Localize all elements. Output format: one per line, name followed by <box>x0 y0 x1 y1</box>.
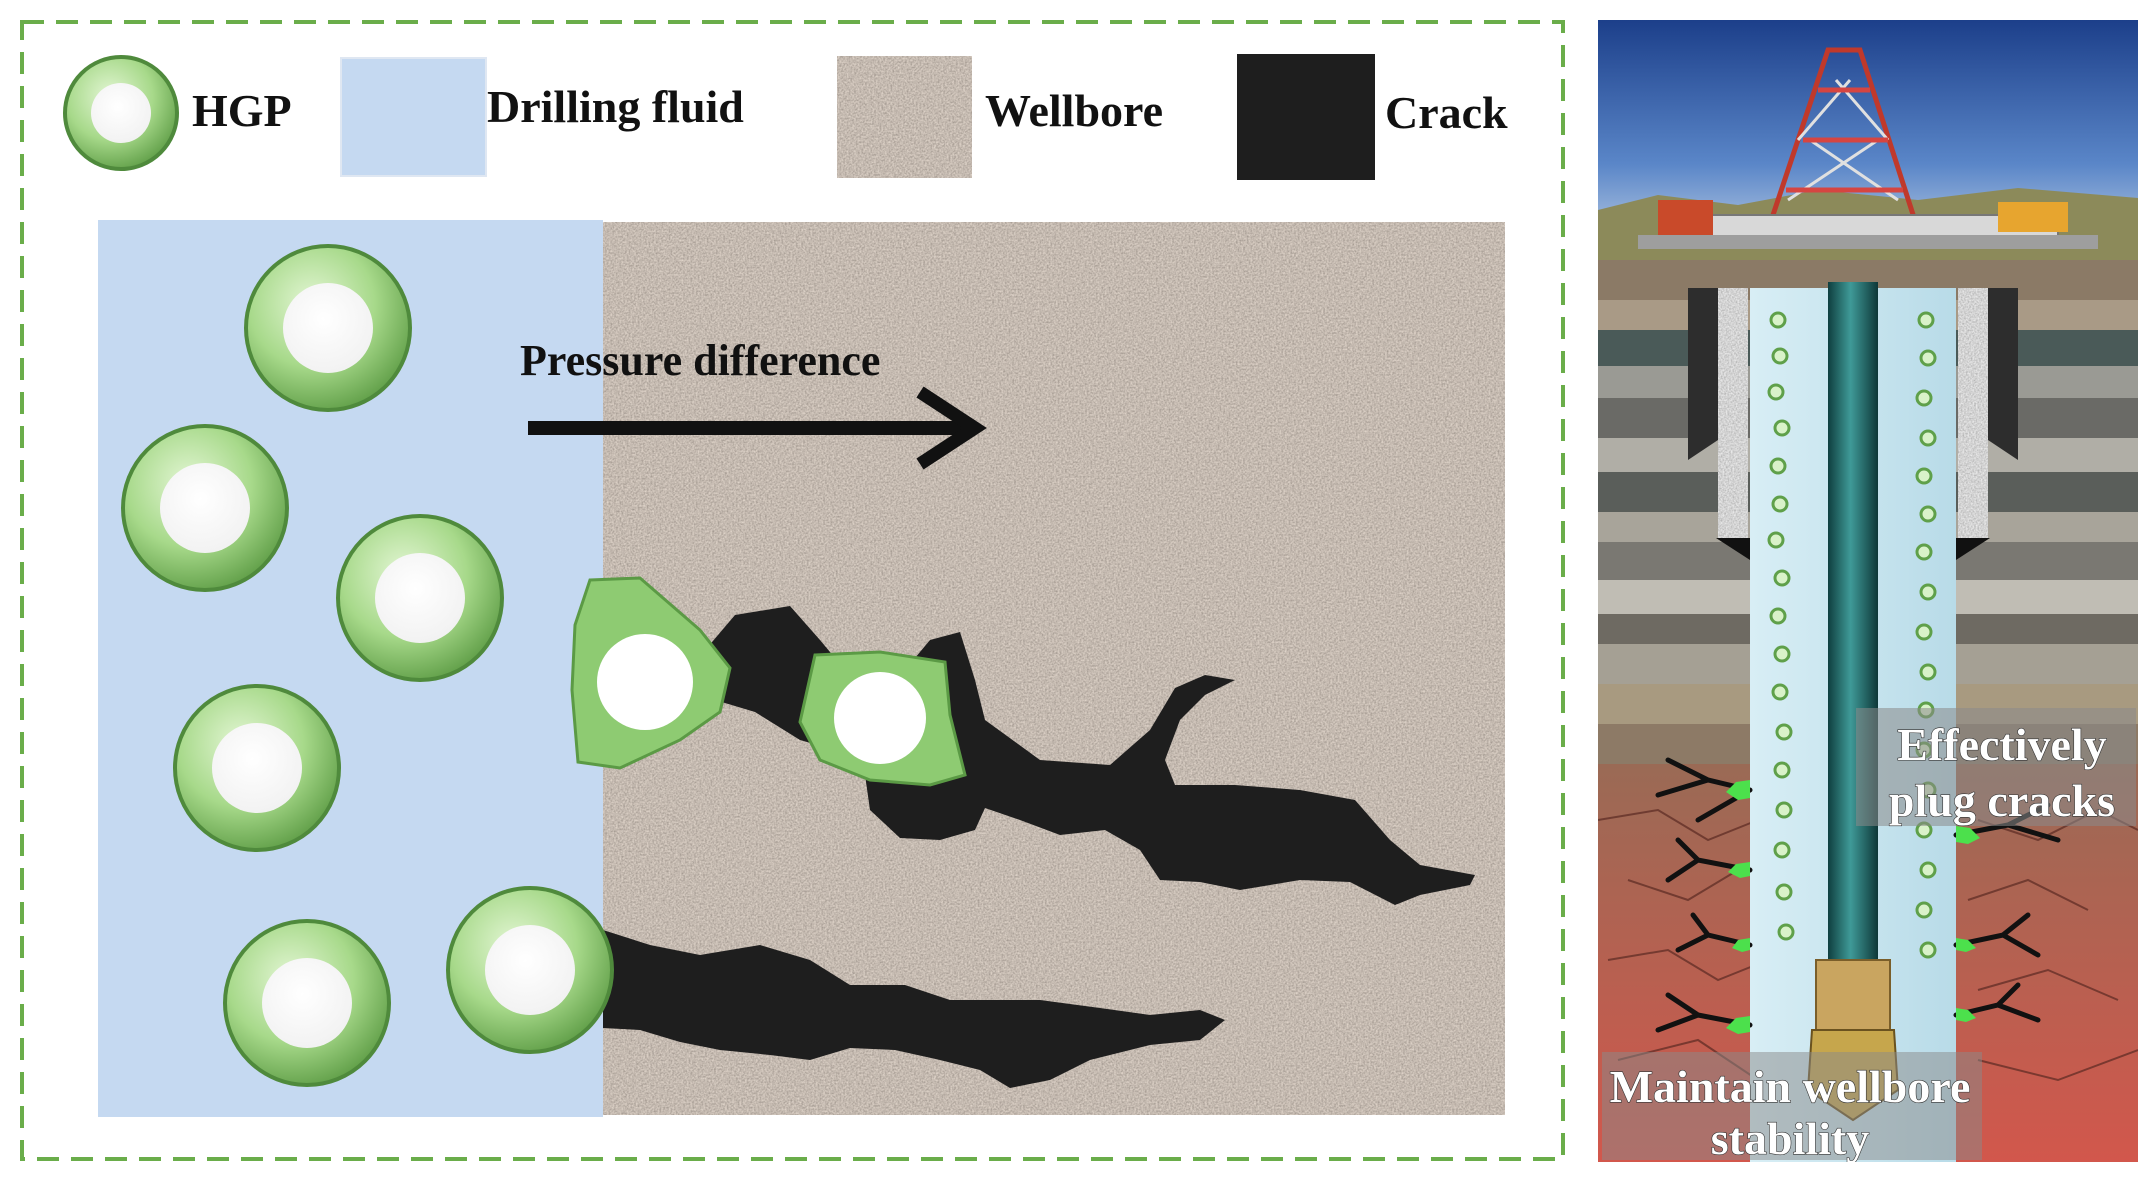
legend-crack-label: Crack <box>1385 87 1508 138</box>
well-illustration-panel: Effectively plug cracks Maintain wellbor… <box>1598 20 2138 1162</box>
legend-drilling-fluid-swatch <box>340 57 487 177</box>
hgp-particle <box>336 514 504 682</box>
hgp-particle <box>446 886 614 1054</box>
callout-plug-line2: plug cracks <box>1889 775 2115 826</box>
casing-shoe-right <box>1956 538 1990 560</box>
callout-stability-line2: stability <box>1711 1113 1869 1162</box>
deformed-hgp-plug <box>798 650 967 787</box>
dashed-border <box>20 20 1565 1161</box>
green-plugs <box>1726 780 1980 1034</box>
legend-drilling-fluid-label: Drilling fluid <box>487 81 744 132</box>
callout-stability-bg <box>1602 1052 1982 1160</box>
callout-plug-line1: Effectively <box>1897 719 2106 770</box>
legend-hgp-icon <box>63 55 179 171</box>
pressure-difference-label: Pressure difference <box>520 336 881 385</box>
callout-stability-line1: Maintain wellbore <box>1610 1061 1971 1112</box>
hgp-particle <box>244 244 412 412</box>
callout-plug-bg <box>1856 708 2136 826</box>
hgp-particle <box>121 424 289 592</box>
drill-collar <box>1815 959 1891 1031</box>
casing-shoe-left <box>1716 538 1750 560</box>
drilling-rig <box>1638 47 2098 249</box>
legend-wellbore-label: Wellbore <box>985 85 1164 136</box>
lower-crack <box>603 930 1225 1088</box>
legend-crack-swatch <box>1237 54 1375 180</box>
deformed-hgp-plug <box>570 576 732 770</box>
casing-left <box>1718 288 1748 538</box>
outer-casing-left <box>1688 288 1718 460</box>
left-panel <box>20 20 1565 1161</box>
pressure-arrowhead <box>916 386 987 470</box>
legend-hgp-label: HGP <box>192 85 292 136</box>
casing-right <box>1958 288 1988 538</box>
legend-wellbore-swatch <box>837 56 972 178</box>
annulus-hgp-particles <box>1767 311 1937 959</box>
hgp-particle <box>173 684 341 852</box>
hgp-particle <box>223 919 391 1087</box>
outer-casing-right <box>1988 288 2018 460</box>
